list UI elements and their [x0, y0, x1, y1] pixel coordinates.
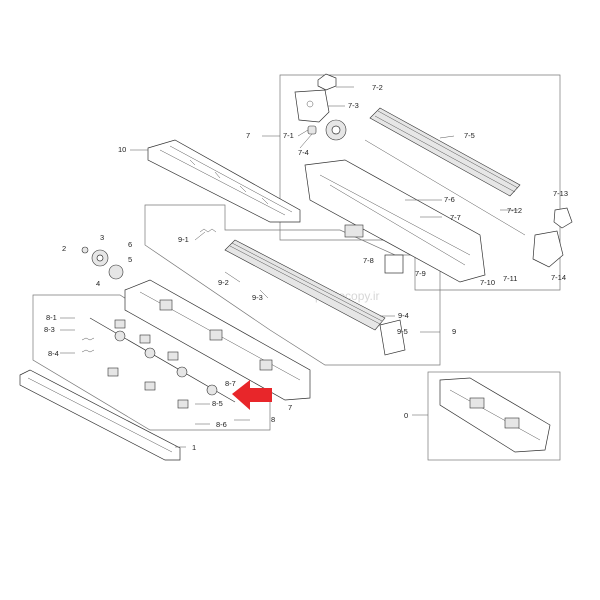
label-8-3: 8-3 — [44, 325, 55, 334]
label-7-11: 7-11 — [503, 274, 517, 283]
part-9-3-roller — [224, 239, 386, 331]
part-0-assembly — [439, 377, 551, 453]
label-7-9: 7-9 — [415, 269, 426, 278]
part-7-13-bracket — [553, 207, 573, 229]
assembly-8-outline — [32, 294, 271, 431]
label-7-13: 7-13 — [553, 189, 568, 198]
label-7: 7 — [246, 131, 250, 140]
label-5: 5 — [128, 255, 132, 264]
label-7-5: 7-5 — [464, 131, 475, 140]
label-7-8: 7-8 — [363, 256, 374, 265]
label-10: 10 — [118, 145, 126, 154]
part-9-bracket — [379, 319, 406, 356]
label-8: 8 — [271, 415, 275, 424]
label-2: 2 — [62, 244, 66, 253]
part-7-2-bracket — [317, 73, 337, 91]
part-2-screw — [81, 246, 89, 254]
leader-lines — [60, 86, 518, 448]
part-7-1-bushing — [307, 125, 317, 135]
part-7-frame-assembly — [304, 159, 486, 283]
label-7-2: 7-2 — [372, 83, 383, 92]
part-9-1-spring — [199, 228, 217, 233]
label-9-5: 9-5 — [397, 327, 408, 336]
part-4-gear — [108, 264, 124, 280]
label-9-3: 9-3 — [252, 293, 263, 302]
assembly-7-outline — [279, 74, 561, 291]
label-0: 0 — [404, 411, 408, 420]
part-labels: 7-2 7-3 7 7-1 7-4 7-5 10 7-6 7-13 7-12 7… — [44, 83, 568, 452]
label-8-1: 8-1 — [46, 313, 57, 322]
part-8-shaft — [89, 317, 236, 403]
label-9-1: 9-1 — [178, 235, 189, 244]
part-7-14-bracket — [532, 230, 564, 268]
part-8-rollers — [114, 319, 179, 361]
label-8-6: 8-6 — [216, 420, 227, 429]
label-8-4: 8-4 — [48, 349, 59, 358]
label-7-3: 7-3 — [348, 101, 359, 110]
part-main-frame — [124, 279, 311, 401]
label-7-14: 7-14 — [551, 273, 566, 282]
red-arrow-indicator — [232, 380, 272, 410]
label-1: 1 — [192, 443, 196, 452]
assembly-0-outline — [427, 371, 561, 461]
label-6: 6 — [128, 240, 132, 249]
part-8-small-parts — [107, 367, 189, 409]
label-7-6: 7-6 — [444, 195, 455, 204]
label-7-1: 7-1 — [283, 131, 294, 140]
part-7-5-roller — [364, 107, 526, 236]
part-7-3-bracket — [294, 89, 330, 123]
label-7-12: 7-12 — [507, 206, 522, 215]
label-4: 4 — [96, 279, 100, 288]
label-9: 9 — [452, 327, 456, 336]
part-1-guide — [19, 369, 181, 461]
label-9-2: 9-2 — [218, 278, 229, 287]
part-10-upper-frame — [147, 139, 301, 223]
label-3: 3 — [100, 233, 104, 242]
part-7-4-gear — [325, 119, 347, 141]
label-7-7: 7-7 — [450, 213, 461, 222]
part-3-gear — [91, 249, 109, 267]
part-8-springs — [81, 337, 95, 353]
label-7-bottom: 7 — [288, 403, 292, 412]
label-8-5: 8-5 — [212, 399, 223, 408]
label-7-4: 7-4 — [298, 148, 309, 157]
label-7-10: 7-10 — [480, 278, 495, 287]
label-9-4: 9-4 — [398, 311, 409, 320]
label-8-7: 8-7 — [225, 379, 236, 388]
